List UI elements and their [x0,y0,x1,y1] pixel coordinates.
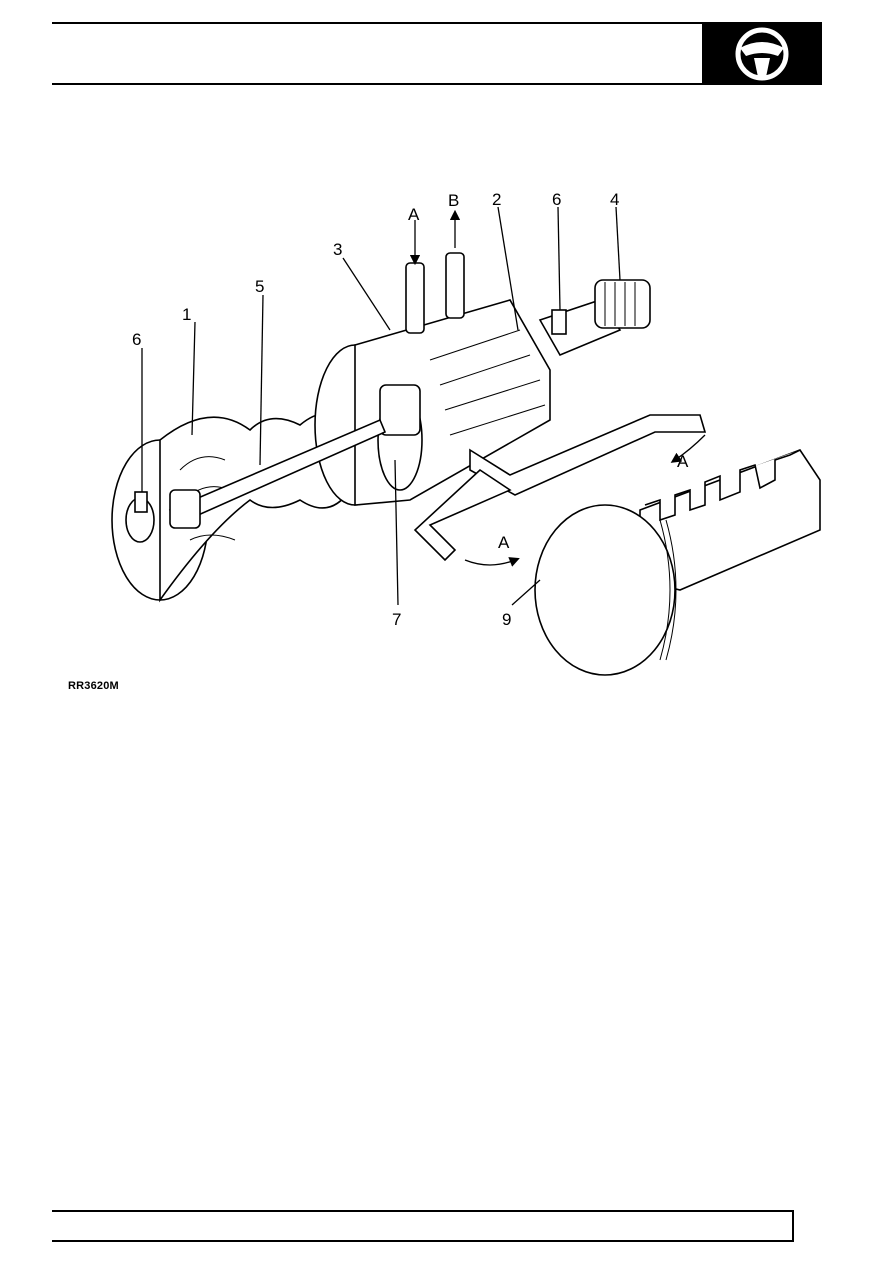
flow-label-a-lower: A [498,533,510,552]
callout-9: 9 [502,610,511,629]
pin-right [551,309,567,335]
leader-lines [141,206,621,606]
callout-4: 4 [610,190,619,209]
header-bottom-rule [52,83,822,85]
flow-label-b-out: B [448,191,459,210]
valve-body [314,299,551,506]
feed-pipes [413,414,707,567]
callout-3: 3 [333,240,342,259]
rack-and-piston [534,449,821,676]
callout-1: 1 [182,305,191,324]
footer-box [52,1210,794,1242]
pin-left [134,491,148,513]
steering-rack-valve-diagram: 1 2 3 4 5 6 6 7 9 A B A A [111,190,821,676]
header-top-rule [52,22,822,24]
callout-6-left: 6 [132,330,141,349]
callout-2: 2 [492,190,501,209]
flow-label-a-in: A [408,205,420,224]
steering-wheel-icon [702,22,822,85]
figure-reference: RR3620M [68,680,119,692]
callout-7: 7 [392,610,401,629]
flow-label-a-right: A [677,452,689,471]
callout-6-right: 6 [552,190,561,209]
callout-5: 5 [255,277,264,296]
supply-return-pipes [405,209,465,334]
